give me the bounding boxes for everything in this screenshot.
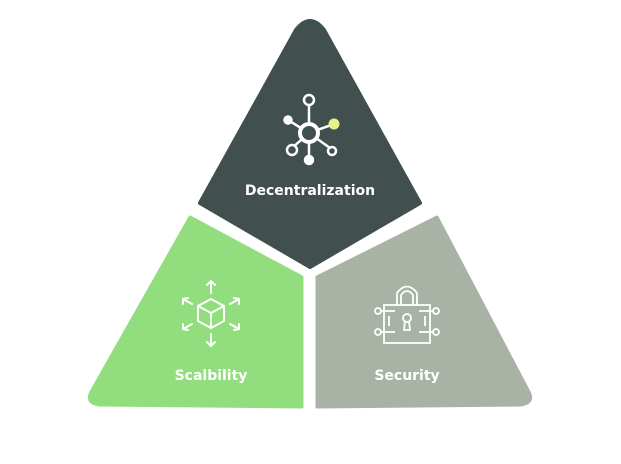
circuit-lock-icon <box>374 285 440 344</box>
segment-label: Security <box>374 368 439 384</box>
cube-expand-icon <box>182 279 240 348</box>
segment-scalability: Scalbility <box>87 215 304 409</box>
segment-security: Security <box>315 215 533 409</box>
segment-decentralization: Decentralization <box>198 19 422 269</box>
segment-label: Scalbility <box>175 368 248 384</box>
segment-label: Decentralization <box>245 183 375 199</box>
network-hub-icon <box>283 93 340 166</box>
